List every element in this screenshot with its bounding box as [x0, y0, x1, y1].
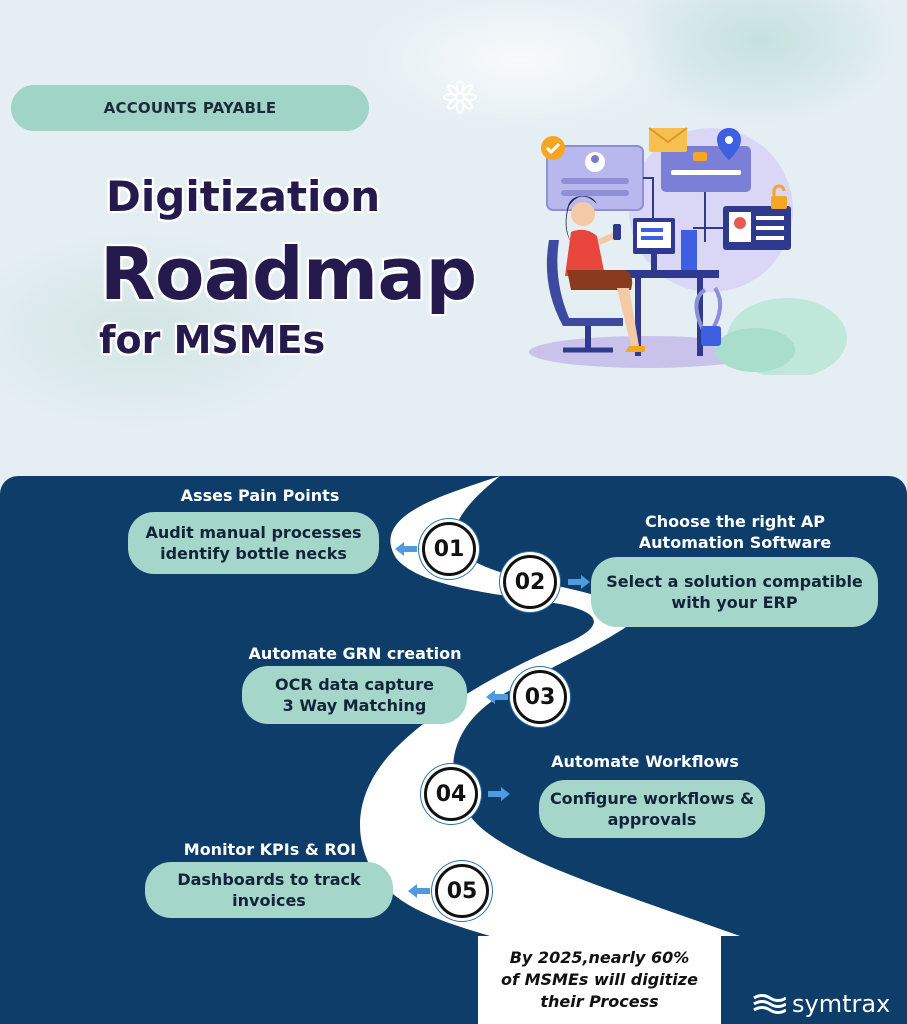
step-4-line-1: Configure workflows & — [549, 789, 755, 808]
title-line-3: for MSMEs — [99, 318, 326, 362]
step-2-title: Choose the right AP Automation Software — [600, 511, 870, 553]
step-5-line-2: invoices — [232, 891, 306, 910]
arrow-left-icon — [395, 542, 417, 556]
step-2-pill: Select a solution compatible with your ER… — [591, 557, 878, 627]
step-4-title: Automate Workflows — [551, 752, 739, 771]
stat-line-1: By 2025,nearly 60% — [509, 948, 690, 967]
check-icon — [541, 136, 565, 160]
title-line-1: Digitization — [106, 172, 381, 221]
step-1-number: 01 — [422, 522, 476, 576]
arrow-left-icon — [408, 884, 430, 898]
winding-road — [360, 476, 740, 936]
brand-name: symtrax — [792, 990, 891, 1018]
arrow-right-icon — [488, 787, 510, 801]
arrow-right-icon — [568, 575, 590, 589]
mail-icon — [648, 127, 688, 152]
step-3-line-1: OCR data capture — [274, 675, 434, 694]
category-pill: ACCOUNTS PAYABLE — [11, 85, 369, 131]
step-2-line-1: Select a solution compatible — [606, 572, 863, 591]
step-5-title: Monitor KPIs & ROI — [183, 840, 357, 859]
location-pin-icon — [717, 128, 741, 160]
step-2-title-line-1: Choose the right AP — [644, 512, 826, 531]
step-4-line-2: approvals — [607, 810, 697, 829]
step-1-line-1: Audit manual processes — [145, 523, 362, 542]
stat-line-2: of MSMEs will digitize — [501, 970, 698, 989]
step-2-number: 02 — [503, 555, 557, 609]
arrow-left-icon — [486, 690, 508, 704]
step-2-title-line-2: Automation Software — [638, 533, 832, 552]
flower-icon — [443, 80, 477, 114]
step-3-number: 03 — [513, 670, 567, 724]
step-1-line-2: identify bottle necks — [160, 544, 347, 563]
brand-logo: symtrax — [752, 988, 902, 1020]
brand-waves-icon — [753, 994, 786, 1014]
step-5-line-1: Dashboards to track — [177, 870, 361, 889]
step-4-pill: Configure workflows & approvals — [539, 780, 765, 838]
title-line-2: Roadmap — [100, 232, 477, 316]
step-3-title: Automate GRN creation — [248, 644, 462, 663]
stat-callout: By 2025,nearly 60% of MSMEs will digitize… — [478, 936, 721, 1024]
stat-line-3: their Process — [540, 992, 659, 1011]
step-4-number: 04 — [424, 767, 478, 821]
step-3-pill: OCR data capture 3 Way Matching — [242, 666, 467, 724]
step-2-line-2: with your ERP — [671, 593, 798, 612]
step-1-title: Asses Pain Points — [180, 486, 340, 505]
step-1-pill: Audit manual processes identify bottle ne… — [128, 512, 379, 574]
step-5-number: 05 — [435, 864, 489, 918]
step-5-pill: Dashboards to track invoices — [145, 862, 393, 918]
step-3-line-2: 3 Way Matching — [282, 696, 427, 715]
lock-icon — [771, 184, 787, 209]
office-illustration — [529, 127, 847, 375]
